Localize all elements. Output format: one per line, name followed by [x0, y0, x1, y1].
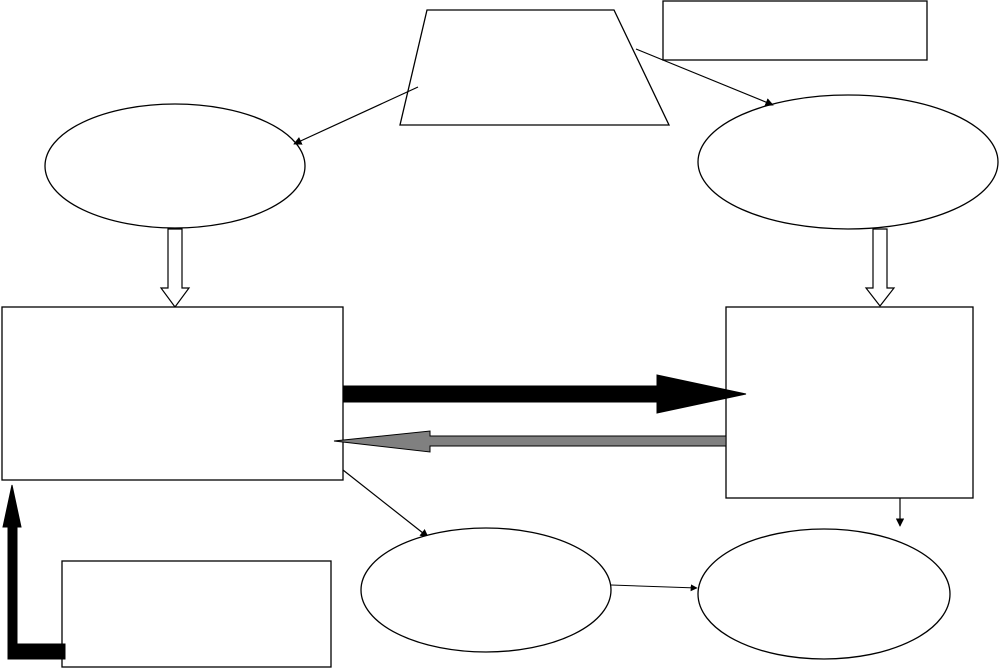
- thick-black-arrow-left-to-right: [342, 374, 747, 414]
- top-right-note-box: [662, 0, 928, 61]
- hollow-arrow-right-oval-to-right-box: [864, 228, 896, 307]
- left-main-box: [1, 306, 344, 481]
- right-oval: [697, 94, 999, 230]
- hollow-arrow-left-oval-to-left-box: [159, 228, 191, 309]
- thick-black-elbow-arrow: [2, 484, 66, 660]
- top-trapezoid: [399, 9, 671, 126]
- edge-trapezoid-to-right-oval: [635, 48, 774, 107]
- edge-bottom-oval-to-bottom-right-oval: [610, 584, 698, 592]
- edge-left-box-to-bottom-oval: [342, 469, 429, 538]
- bottom-right-oval: [697, 528, 951, 660]
- bottom-middle-oval: [360, 527, 612, 653]
- left-oval: [44, 103, 306, 229]
- thick-gray-arrow-right-to-left: [333, 430, 727, 453]
- bottom-left-box: [61, 560, 332, 668]
- right-main-box: [725, 306, 974, 499]
- edge-trapezoid-to-left-oval: [293, 86, 419, 145]
